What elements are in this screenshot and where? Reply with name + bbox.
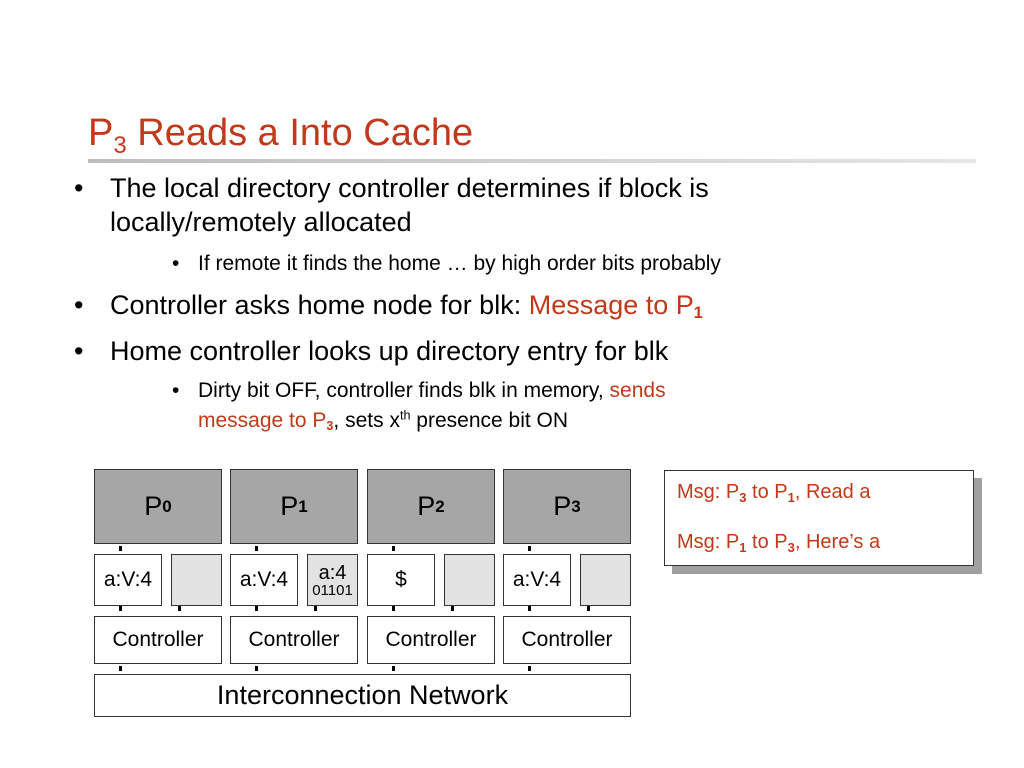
bullet-1-line-2: locally/remotely allocated bbox=[110, 207, 412, 237]
connector-tick bbox=[392, 666, 395, 671]
presence-bits: 01101 bbox=[312, 581, 353, 599]
cache-p2-entry: $ bbox=[367, 554, 435, 606]
bullet-dot: • bbox=[74, 173, 84, 203]
message-2: Msg: P1 to P3, Here’s a bbox=[677, 531, 881, 555]
connector-tick bbox=[451, 606, 454, 611]
bullet-1-line-1: The local directory controller determine… bbox=[110, 173, 709, 203]
connector-tick bbox=[255, 546, 258, 551]
controller-p1: Controller bbox=[230, 616, 358, 664]
connector-tick bbox=[119, 606, 122, 611]
bullet-3-text: Home controller looks up directory entry… bbox=[110, 336, 669, 366]
connector-tick bbox=[119, 666, 122, 671]
connector-tick bbox=[528, 546, 531, 551]
bullet-2-text: Controller asks home node for blk: Messa… bbox=[110, 290, 703, 323]
memory-p3-block bbox=[580, 554, 631, 606]
slide-title: P3 Reads a Into Cache bbox=[88, 112, 474, 159]
memory-p0-block bbox=[171, 554, 222, 606]
message-1: Msg: P3 to P1, Read a bbox=[677, 481, 871, 505]
connector-tick bbox=[392, 546, 395, 551]
controller-p0: Controller bbox=[94, 616, 222, 664]
cache-p0-entry: a:V:4 bbox=[94, 554, 162, 606]
message-box: Msg: P3 to P1, Read a Msg: P1 to P3, Her… bbox=[664, 470, 974, 566]
controller-p2: Controller bbox=[367, 616, 495, 664]
connector-tick bbox=[528, 606, 531, 611]
subbullet-dot: • bbox=[172, 379, 180, 402]
memory-p2-block bbox=[444, 554, 495, 606]
connector-tick bbox=[392, 606, 395, 611]
cache-p1-entry: a:V:4 bbox=[230, 554, 298, 606]
subbullet-2-line-1: Dirty bit OFF, controller finds blk in m… bbox=[198, 379, 666, 402]
connector-tick bbox=[255, 606, 258, 611]
connector-tick bbox=[587, 606, 590, 611]
subbullet-2-line-2: message to P3, sets xth presence bit ON bbox=[198, 408, 569, 434]
connector-tick bbox=[119, 546, 122, 551]
interconnection-network: Interconnection Network bbox=[94, 674, 631, 717]
title-divider bbox=[88, 159, 976, 163]
bullet-dot: • bbox=[74, 290, 84, 320]
bullet-dot: • bbox=[74, 336, 84, 366]
connector-tick bbox=[178, 606, 181, 611]
connector-tick bbox=[314, 606, 317, 611]
memory-p1-block: a:4 01101 bbox=[307, 554, 358, 606]
cache-p3-entry: a:V:4 bbox=[503, 554, 571, 606]
connector-tick bbox=[528, 666, 531, 671]
subbullet-1-text: If remote it finds the home … by high or… bbox=[198, 252, 721, 275]
controller-p3: Controller bbox=[503, 616, 631, 664]
subbullet-dot: • bbox=[172, 252, 180, 275]
memory-p1-value: a:4 bbox=[318, 561, 347, 584]
connector-tick bbox=[255, 666, 258, 671]
